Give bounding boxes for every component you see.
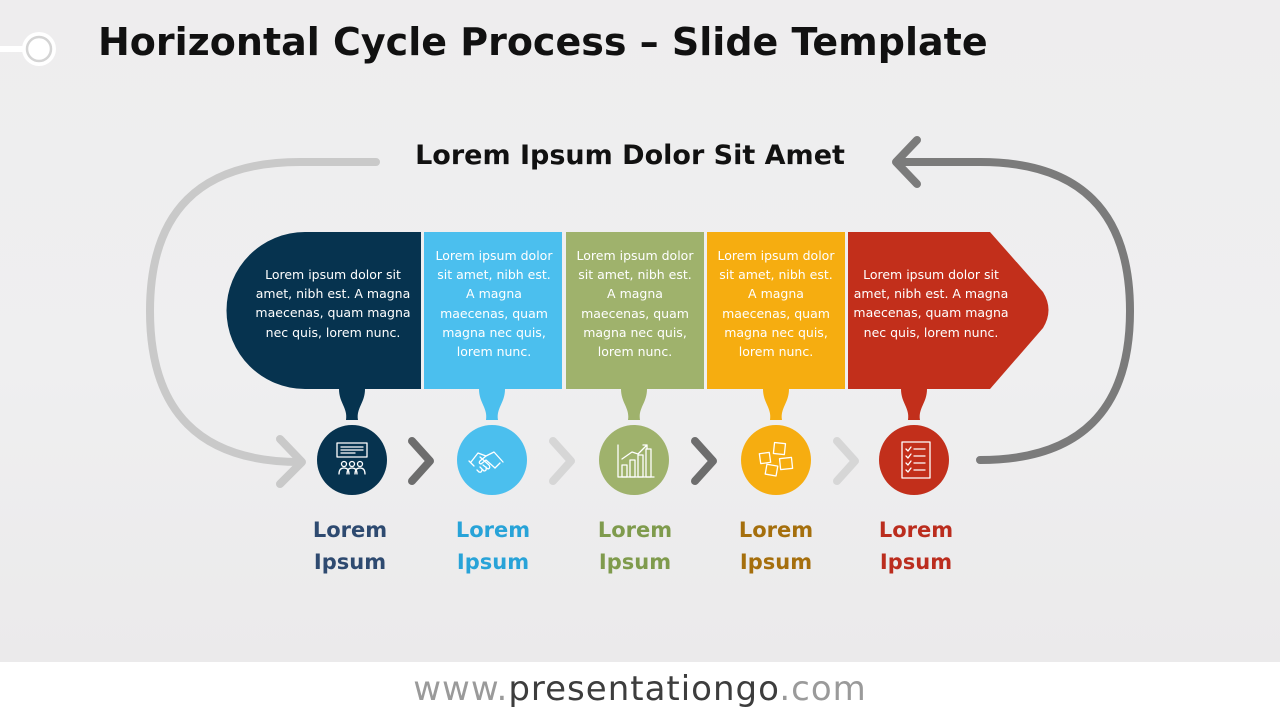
step-5-circle [879, 425, 949, 495]
step-4-label-line-2: Ipsum [739, 550, 813, 574]
step-5-label-line-2: Ipsum [879, 550, 953, 574]
step-1-label-line-1: Lorem [312, 518, 388, 542]
step-5-label-line-1: Lorem [878, 518, 954, 542]
step-1-text: Lorem ipsum dolor sit amet, nibh est. A … [255, 267, 411, 340]
step-1-circle [317, 425, 387, 495]
footer-url[interactable]: www.presentationgo.com [0, 669, 1280, 709]
diagram-subtitle: Lorem Ipsum Dolor Sit Amet [415, 140, 845, 171]
step-5-pin [879, 389, 949, 495]
step-4-connector [763, 389, 789, 420]
step-2-text: Lorem ipsum dolor sit amet, nibh est. A … [435, 248, 553, 360]
step-4-label-line-1: Lorem [738, 518, 814, 542]
step-3-text: Lorem ipsum dolor sit amet, nibh est. A … [576, 248, 694, 360]
segment-2-box [424, 232, 562, 389]
handshake-icon [468, 451, 504, 473]
step-1-pin [317, 389, 387, 495]
segment-1-box [226, 232, 421, 389]
step-2-label-line-2: Ipsum [456, 550, 530, 574]
step-2-label-line-1: Lorem [455, 518, 531, 542]
step-2-circle [457, 425, 527, 495]
cycle-diagram [145, 136, 1135, 495]
chevron-1-icon [408, 437, 434, 485]
step-1-label: Lorem Ipsum [275, 514, 425, 578]
checklist-icon [901, 441, 931, 479]
loop-left-arrowhead-icon [276, 435, 306, 488]
chevron-3-icon [691, 437, 717, 485]
step-3-label-line-2: Ipsum [598, 550, 672, 574]
slide-handle-icon [0, 32, 56, 66]
footer-bar [0, 662, 1280, 720]
step-5-text: Lorem ipsum dolor sit amet, nibh est. A … [853, 267, 1009, 340]
step-3-pin [599, 389, 669, 495]
step-2-pin [457, 389, 527, 495]
step-1-connector [339, 389, 365, 420]
step-3-connector [621, 389, 647, 420]
step-1-label-line-2: Ipsum [313, 550, 387, 574]
step-2-connector [479, 389, 505, 420]
loop-right-arrowhead-icon [892, 136, 921, 188]
chevron-4-icon [833, 437, 859, 485]
meeting-presentation-icon [336, 442, 368, 475]
step-4-pin [741, 389, 811, 495]
chevron-2-icon [549, 437, 575, 485]
step-5-label: Lorem Ipsum [841, 514, 991, 578]
loop-left-arrow [145, 158, 380, 466]
sticky-notes-icon [758, 441, 794, 477]
bar-chart-growth-icon [617, 444, 655, 478]
step-4-label: Lorem Ipsum [701, 514, 851, 578]
step-3-label-line-1: Lorem [597, 518, 673, 542]
page-title: Horizontal Cycle Process – Slide Templat… [98, 20, 988, 64]
segment-4-box [707, 232, 845, 389]
segment-5-box [848, 232, 1049, 389]
step-4-text: Lorem ipsum dolor sit amet, nibh est. A … [717, 248, 835, 360]
footer-url-prefix: www. [413, 669, 509, 709]
step-3-label: Lorem Ipsum [560, 514, 710, 578]
footer-url-suffix: .com [779, 669, 867, 709]
loop-right-arrow [896, 158, 1135, 464]
step-2-label: Lorem Ipsum [418, 514, 568, 578]
segment-3-box [566, 232, 704, 389]
step-5-connector [901, 389, 927, 420]
footer-url-brand: presentationgo [508, 669, 780, 709]
step-4-circle [741, 425, 811, 495]
